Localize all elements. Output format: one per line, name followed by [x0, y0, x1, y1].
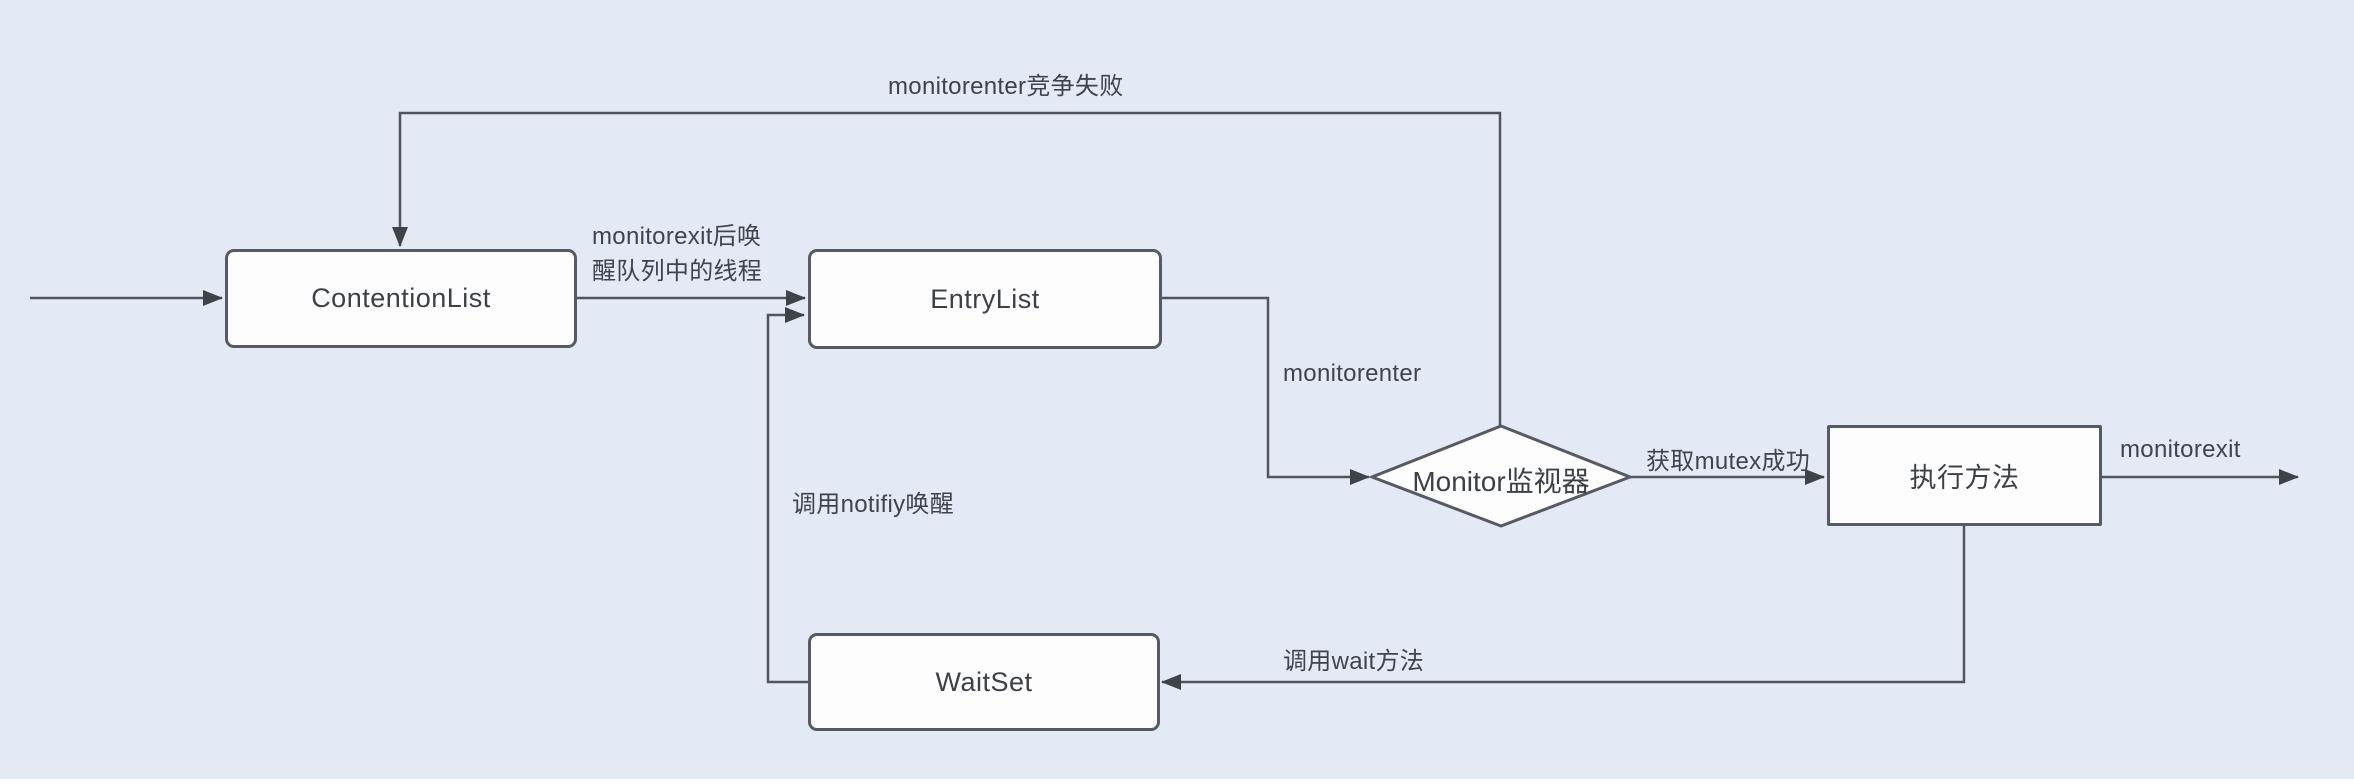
edge-entrylist-to-monitor [1162, 296, 1370, 485]
edge-label-monitorexit-wake: monitorexit后唤 醒队列中的线程 [592, 223, 763, 285]
node-contentionlist: ContentionList [225, 249, 577, 348]
node-entrylist-label: EntryList [930, 283, 1040, 314]
edge-label-monitorenter-fail: monitorenter竞争失败 [888, 73, 1124, 100]
page-bottom-strip [0, 779, 2354, 784]
node-contentionlist-label: ContentionList [311, 283, 491, 313]
node-waitset-label: WaitSet [935, 666, 1033, 697]
node-entrylist: EntryList [808, 249, 1162, 349]
node-exec-method-label: 执行方法 [1909, 463, 2020, 493]
edge-label-monitorexit: monitorexit [2120, 436, 2241, 463]
edge-waitset-to-entrylist [766, 307, 808, 684]
edge-monitor-fail-to-contentionlist [392, 111, 1502, 428]
monitor-diamond-shape [1367, 424, 1635, 528]
edge-exec-to-waitset [1161, 526, 1966, 690]
edge-label-mutex-success: 获取mutex成功 [1646, 448, 1811, 475]
node-monitor-label: Monitor监视器 [1412, 466, 1590, 497]
edge-label-monitorenter: monitorenter [1283, 360, 1422, 387]
node-waitset: WaitSet [808, 633, 1160, 731]
edge-label-notify-wake: 调用notifiy唤醒 [792, 491, 954, 518]
node-exec-method: 执行方法 [1827, 425, 2102, 526]
edge-label-wait-method: 调用wait方法 [1283, 648, 1425, 675]
